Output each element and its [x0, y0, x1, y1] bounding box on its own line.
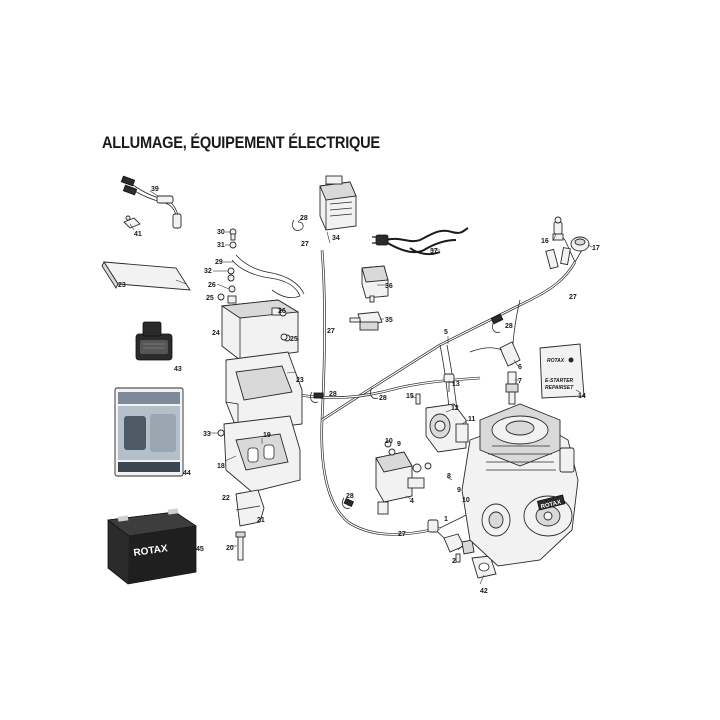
callout-12: 12	[451, 405, 459, 412]
callout-numbers: 39 41 23 43 44 45 30 31 29 32 26 25 26 2…	[118, 186, 600, 595]
page-title: ALLUMAGE, ÉQUIPEMENT ÉLECTRIQUE	[102, 133, 380, 152]
leader-lines	[129, 190, 593, 585]
callout-44: 44	[183, 470, 191, 477]
callout-23-sticker: 23	[118, 282, 126, 289]
card-brand: ROTAX	[547, 358, 565, 364]
battery-tray-23	[225, 351, 303, 433]
callout-27-mid: 27	[327, 328, 335, 335]
ignition-coil-13	[443, 373, 455, 392]
callout-19: 19	[263, 432, 271, 439]
charger-43	[135, 321, 173, 361]
callout-28-center: 28	[379, 395, 387, 402]
callout-15: 15	[406, 393, 414, 400]
callout-5: 5	[444, 329, 448, 336]
battery-24	[220, 295, 300, 361]
starter-assembly-12	[425, 403, 469, 453]
callout-31: 31	[217, 242, 225, 249]
bolt-15	[415, 393, 421, 405]
engine-brand: ROTAX	[540, 500, 561, 511]
callout-25-left: 25	[206, 295, 214, 302]
callout-21: 21	[257, 517, 265, 524]
callout-35: 35	[385, 317, 393, 324]
regulator-34	[319, 175, 357, 231]
callout-27-low: 27	[398, 531, 406, 538]
ignition-coil-1	[375, 440, 432, 515]
callout-10-left: 10	[385, 438, 393, 445]
cable-pigtail-39	[120, 175, 182, 229]
callout-26-left: 26	[208, 282, 216, 289]
callout-28-top: 28	[300, 215, 308, 222]
callout-4: 4	[410, 498, 414, 505]
callout-37: 37	[430, 248, 438, 255]
start-button-17	[570, 236, 590, 252]
clamp-21	[235, 489, 265, 527]
callout-41: 41	[134, 231, 142, 238]
callout-14: 14	[578, 393, 586, 400]
callout-28-mid: 28	[329, 391, 337, 398]
callout-28-low: 28	[346, 493, 354, 500]
callout-22: 22	[222, 495, 230, 502]
callout-42: 42	[480, 588, 488, 595]
callout-33: 33	[203, 431, 211, 438]
callout-32: 32	[204, 268, 212, 275]
bolt-20	[235, 531, 246, 561]
callout-7: 7	[518, 378, 522, 385]
repair-set-card-14: ROTAX E-STARTER REPAIRSET	[539, 343, 585, 399]
plug-connector-2	[427, 519, 475, 563]
callout-39: 39	[151, 186, 159, 193]
callout-9-left: 9	[397, 441, 401, 448]
callout-10-right: 10	[462, 497, 470, 504]
callout-36: 36	[385, 283, 393, 290]
callout-8: 8	[447, 473, 451, 480]
callout-9-right: 9	[457, 487, 461, 494]
sticker-sheet-23	[101, 261, 191, 291]
callout-23-tray: 23	[296, 377, 304, 384]
cable-clip-41	[123, 215, 141, 229]
callout-34: 34	[332, 235, 340, 242]
battery-bracket-18	[223, 415, 301, 493]
callout-28-right: 28	[505, 323, 513, 330]
card-line-2: REPAIRSET	[545, 385, 574, 391]
connector-35	[349, 311, 383, 331]
callout-43: 43	[174, 366, 182, 373]
battery-brand: ROTAX	[133, 543, 169, 559]
callout-29: 29	[215, 259, 223, 266]
engine-block: ROTAX	[461, 403, 579, 567]
callout-26-right: 26	[278, 308, 286, 315]
callout-24: 24	[212, 330, 220, 337]
callout-17: 17	[592, 245, 600, 252]
spark-plug-cap-6	[469, 341, 521, 367]
cable-ties-28	[292, 219, 501, 509]
callout-27-top: 27	[301, 241, 309, 248]
callout-27-right: 27	[569, 294, 577, 301]
callout-18: 18	[217, 463, 225, 470]
battery-45: ROTAX	[106, 508, 198, 585]
callout-25-right: 25	[290, 336, 298, 343]
callout-1: 1	[444, 516, 448, 523]
callout-2: 2	[452, 558, 456, 565]
key-switch-16	[552, 216, 564, 241]
charger-box-44	[114, 387, 184, 477]
callout-6: 6	[518, 364, 522, 371]
relay-36	[361, 265, 389, 303]
callout-11: 11	[468, 416, 476, 423]
callout-13: 13	[452, 381, 460, 388]
callout-16: 16	[541, 238, 549, 245]
callout-20: 20	[226, 545, 234, 552]
gasket-42	[471, 555, 497, 579]
battery-strap-29	[231, 254, 305, 298]
callout-30: 30	[217, 229, 225, 236]
power-cord-37	[372, 227, 469, 256]
card-line-1: E-STARTER	[545, 378, 574, 384]
callout-45: 45	[196, 546, 204, 553]
spark-plug-7	[505, 371, 519, 405]
